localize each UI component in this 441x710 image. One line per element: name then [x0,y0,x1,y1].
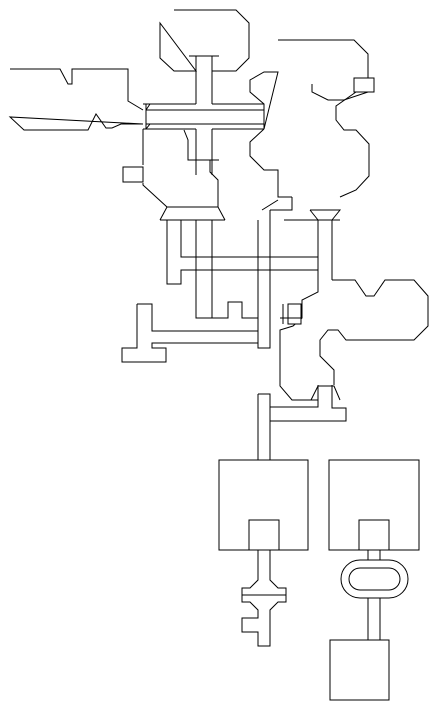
door-marker-east [287,303,302,325]
corridor-to-bottom-room [367,598,381,640]
corridor-lower-right-down [367,550,381,560]
east-room-small-corridor [280,304,302,324]
door-marker-north-east [353,77,375,93]
room-lower-right-inner [358,519,390,551]
corridor-top-horizontal-caps [145,103,265,130]
room-lower-left-square [218,459,309,551]
room-north-east-south [249,91,370,198]
corridor-central-block [166,220,333,349]
oval-pillar [348,567,401,591]
corridor-top-vertical [189,55,219,104]
corridor-lower-left [121,301,258,363]
hub-bottom-edge [159,206,226,221]
room-west [8,68,144,131]
room-bottom-small [329,639,390,701]
room-central-hub [142,129,219,208]
door-marker-west [122,166,144,183]
ne-room-bottom-exits [261,197,342,221]
corridor-hub-vertical [189,129,219,175]
room-top-round [159,9,250,72]
oval-pillar-outer [340,559,409,599]
corridor-top-horizontal [143,103,264,130]
corridor-east-down [257,385,347,460]
room-east [279,279,429,401]
room-lower-right-square [328,459,420,551]
corridor-lower-left-down [241,550,287,647]
room-north-east [249,39,369,130]
room-lower-left-inner [248,519,280,551]
